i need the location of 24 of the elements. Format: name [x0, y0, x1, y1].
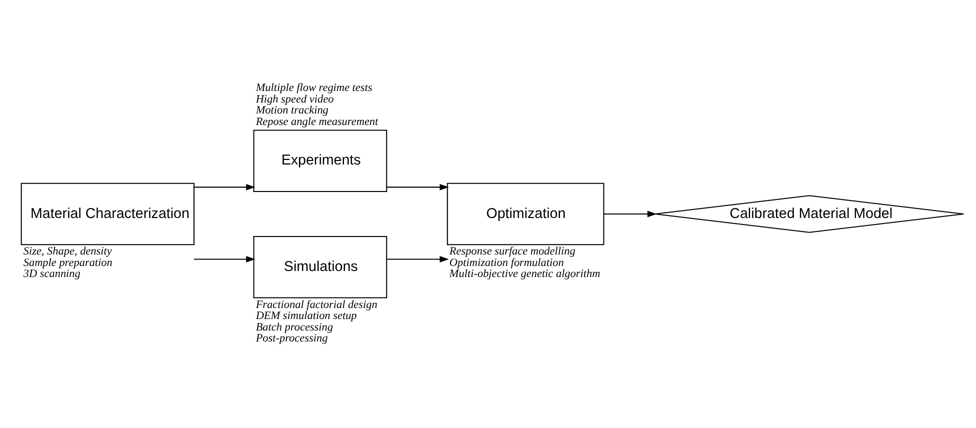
node-label: Optimization formulation [449, 256, 564, 269]
arrow [386, 256, 449, 262]
node-label: Sample preparation [23, 256, 112, 269]
node-box: Material Characterization [20, 182, 195, 246]
node-box: Simulations [253, 236, 388, 298]
arrow [194, 256, 256, 262]
node-label: Repose angle measurement [256, 116, 378, 128]
node-label: Motion tracking [256, 104, 328, 117]
node-label: Size, Shape, density [23, 246, 112, 258]
arrow [386, 184, 449, 190]
node-label: Fractional factorial design [256, 298, 378, 311]
node-label: Batch processing [256, 321, 333, 334]
arrow [604, 210, 657, 218]
node-box: Experiments [253, 130, 388, 192]
node-label: Multi-objective genetic algorithm [449, 268, 600, 280]
arrow [194, 184, 256, 190]
node-label: DEM simulation setup [256, 310, 357, 322]
node-label: Response surface modelling [449, 246, 576, 258]
node-label: Post-processing [256, 332, 328, 345]
node-diamond: Calibrated Material Model [654, 195, 964, 233]
node-label: High speed video [256, 93, 334, 106]
node-box: Optimization [446, 182, 604, 246]
node-label: Multiple flow regime tests [256, 82, 372, 94]
node-label: 3D scanning [23, 268, 80, 280]
